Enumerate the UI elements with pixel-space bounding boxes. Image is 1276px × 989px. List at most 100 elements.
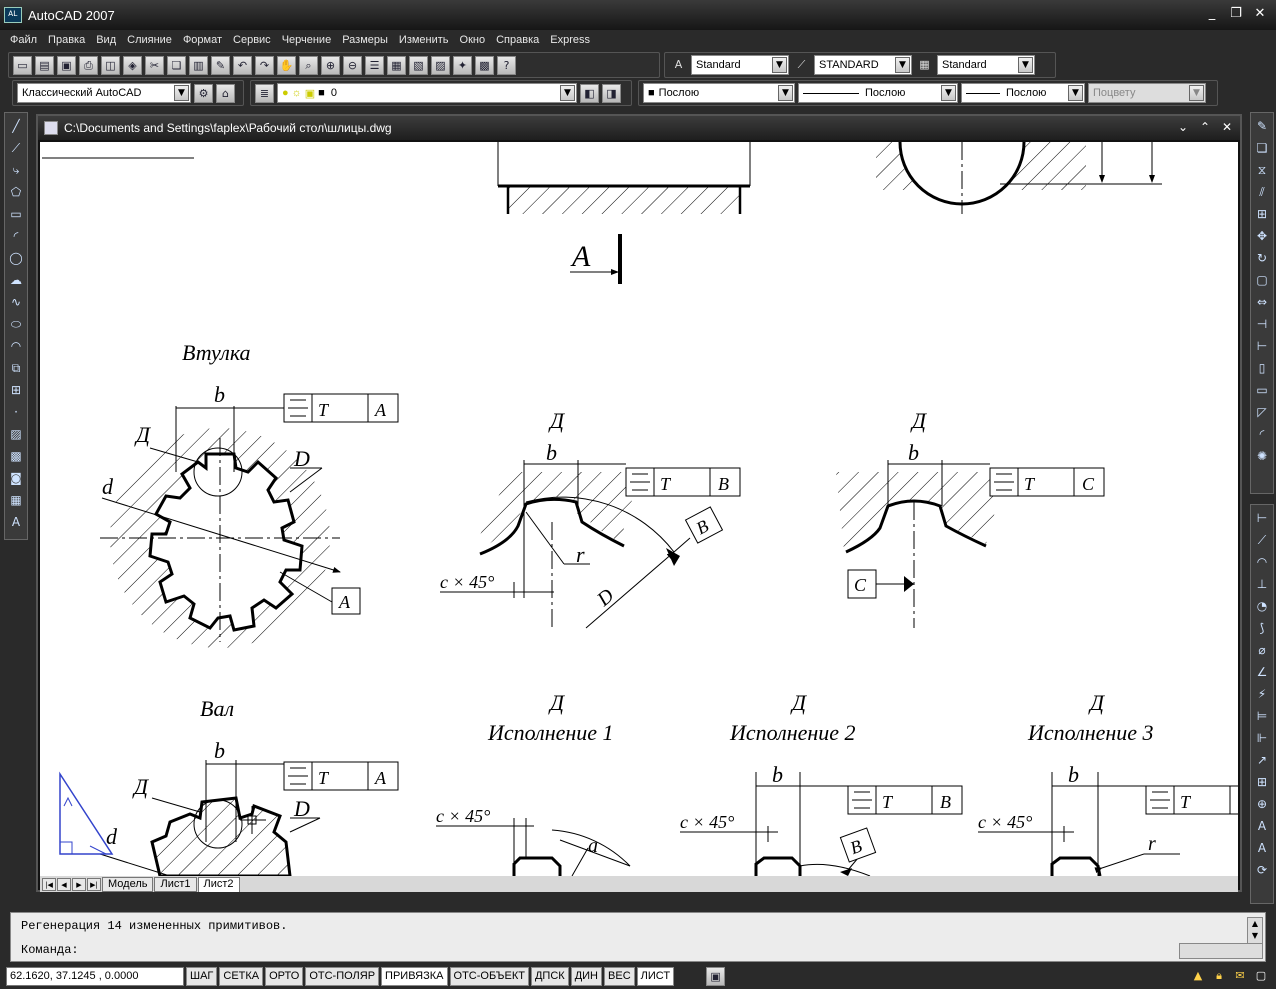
home-icon[interactable]: ⌂ (216, 83, 235, 103)
redo-icon[interactable]: ↷ (255, 55, 274, 75)
line-icon[interactable]: ╱ (12, 119, 20, 133)
coordinates-readout[interactable]: 62.1620, 37.1245 , 0.0000 (6, 967, 184, 986)
zoom-window-icon[interactable]: ⊕ (321, 55, 340, 75)
arc-icon[interactable]: ◜ (13, 229, 19, 243)
paste-icon[interactable]: ▥ (189, 55, 208, 75)
tab-model[interactable]: Модель (102, 876, 154, 892)
menu-edit[interactable]: Правка (48, 34, 86, 46)
trim-icon[interactable]: ⊣ (1256, 317, 1268, 331)
baseline-icon[interactable]: ⊨ (1256, 709, 1268, 723)
fillet-icon[interactable]: ◜ (1259, 427, 1265, 441)
menu-window[interactable]: Окно (459, 34, 486, 46)
zoom-previous-icon[interactable]: ⊖ (343, 55, 362, 75)
copy-object-icon[interactable]: ❏ (1256, 141, 1268, 155)
arc-length-icon[interactable]: ◠ (1256, 555, 1268, 569)
restore-button[interactable]: ❐ (1230, 6, 1242, 21)
center-mark-icon[interactable]: ⊕ (1256, 797, 1268, 811)
dim-style-icon[interactable]: ⟋ (797, 57, 806, 71)
quick-leader-icon[interactable]: ↗ (1256, 753, 1268, 767)
circle-icon[interactable]: ◯ (9, 251, 23, 265)
tab-sheet1[interactable]: Лист1 (154, 876, 197, 892)
tab-sheet2[interactable]: Лист2 (197, 876, 240, 892)
otrack-toggle[interactable]: ОТС-ОБЪЕКТ (449, 967, 529, 986)
menu-tools[interactable]: Сервис (233, 34, 271, 46)
menu-merge[interactable]: Слияние (127, 34, 172, 46)
dim-text-edit-icon[interactable]: A (1257, 841, 1267, 855)
command-prompt[interactable]: Команда: (21, 943, 79, 957)
calculator-icon[interactable]: ▩ (475, 55, 494, 75)
mirror-icon[interactable]: ⧖ (1257, 163, 1267, 177)
layer-previous-icon[interactable]: ◨ (602, 83, 621, 103)
chamfer-icon[interactable]: ◸ (1257, 405, 1267, 419)
continue-icon[interactable]: ⊩ (1256, 731, 1268, 745)
save-icon[interactable]: ▣ (57, 55, 76, 75)
chevron-down-icon[interactable]: ▼ (1068, 85, 1083, 101)
quick-dim-icon[interactable]: ⚡ (1257, 687, 1267, 701)
menu-help[interactable]: Справка (496, 34, 540, 46)
join-icon[interactable]: ▭ (1256, 383, 1268, 397)
chevron-down-icon[interactable]: ▼ (778, 85, 793, 101)
text-style-icon[interactable]: A (674, 57, 683, 71)
table-icon[interactable]: ▦ (10, 493, 22, 507)
ellipse-icon[interactable]: ⬭ (10, 317, 22, 331)
next-tab-button[interactable]: ▶ (72, 877, 86, 891)
color-control[interactable]: ■Послою▼ (643, 83, 795, 103)
annotation-scale-icon[interactable]: ▲ (1193, 969, 1203, 982)
lock-icon[interactable]: 🔒︎ (1216, 969, 1222, 982)
chevron-down-icon[interactable]: ▼ (895, 57, 910, 73)
linear-dim-icon[interactable]: ⊢ (1256, 511, 1268, 525)
rotate-icon[interactable]: ↻ (1256, 251, 1268, 265)
lineweight-control[interactable]: Послою▼ (961, 83, 1085, 103)
copy-icon[interactable]: ❏ (167, 55, 186, 75)
workspace-select[interactable]: Классический AutoCAD▼ (17, 83, 191, 103)
tool-palettes-icon[interactable]: ▧ (409, 55, 428, 75)
explode-icon[interactable]: ✺ (1256, 449, 1268, 463)
gradient-icon[interactable]: ▩ (10, 449, 22, 463)
make-block-icon[interactable]: ⊞ (10, 383, 22, 397)
layer-select[interactable]: ● ☼ ▣ ■ 0 ▼ (277, 83, 577, 103)
markup-icon[interactable]: ✦ (453, 55, 472, 75)
properties-icon[interactable]: ☰ (365, 55, 384, 75)
prev-tab-button[interactable]: ◀ (57, 877, 71, 891)
clean-screen-icon[interactable]: ▢ (1255, 969, 1267, 982)
erase-icon[interactable]: ✎ (1256, 119, 1268, 133)
doc-restore-button[interactable]: ⌃ (1199, 120, 1211, 134)
multiline-text-icon[interactable]: A (11, 515, 21, 529)
lwt-toggle[interactable]: ВЕС (604, 967, 635, 986)
minimize-button[interactable]: _ (1208, 6, 1216, 21)
chevron-down-icon[interactable]: ▼ (174, 85, 189, 101)
construction-line-icon[interactable]: ⟋ (11, 141, 21, 155)
spline-icon[interactable]: ∿ (10, 295, 22, 309)
dim-update-icon[interactable]: ⟳ (1256, 863, 1268, 877)
diameter-icon[interactable]: ⌀ (1258, 643, 1266, 657)
menu-express[interactable]: Express (550, 34, 591, 46)
plot-icon[interactable]: ⎙ (79, 55, 98, 75)
first-tab-button[interactable]: |◀ (42, 877, 56, 891)
pan-icon[interactable]: ✋ (277, 55, 296, 75)
move-icon[interactable]: ✥ (1256, 229, 1268, 243)
paper-toggle[interactable]: ЛИСТ (636, 967, 675, 986)
new-file-icon[interactable]: ▭ (13, 55, 32, 75)
doc-close-button[interactable]: ✕ (1221, 120, 1233, 134)
doc-minimize-button[interactable]: ⌄ (1177, 120, 1189, 134)
cut-icon[interactable]: ✂ (145, 55, 164, 75)
communication-center-icon[interactable]: ✉ (1235, 969, 1245, 982)
menu-file[interactable]: Файл (10, 34, 38, 46)
ducs-toggle[interactable]: ДПСК (530, 967, 569, 986)
undo-icon[interactable]: ↶ (233, 55, 252, 75)
polygon-icon[interactable]: ⬠ (10, 185, 22, 199)
polar-toggle[interactable]: ОТС-ПОЛЯР (305, 967, 380, 986)
plot-preview-icon[interactable]: ◫ (101, 55, 120, 75)
menu-view[interactable]: Вид (96, 34, 117, 46)
menu-modify[interactable]: Изменить (398, 34, 449, 46)
chevron-down-icon[interactable]: ▼ (1018, 57, 1033, 73)
menu-draw[interactable]: Черчение (281, 34, 332, 46)
close-button[interactable]: ✕ (1254, 6, 1266, 21)
match-properties-icon[interactable]: ✎ (211, 55, 230, 75)
angular-icon[interactable]: ∠ (1256, 665, 1268, 679)
command-hscrollbar[interactable] (1179, 943, 1263, 959)
offset-icon[interactable]: ⫽ (1259, 185, 1265, 199)
jogged-icon[interactable]: ⟆ (1259, 621, 1265, 635)
chevron-down-icon[interactable]: ▼ (560, 85, 575, 101)
publish-icon[interactable]: ◈ (123, 55, 142, 75)
